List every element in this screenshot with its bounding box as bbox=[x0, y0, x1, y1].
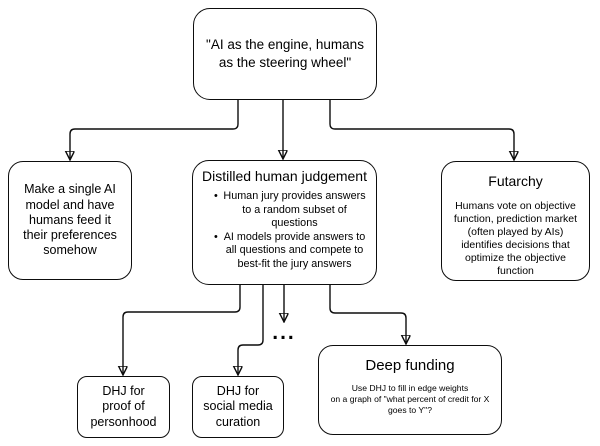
node-dhj-social-media-curation: DHJ for social media curation bbox=[192, 376, 284, 438]
futarchy-title: Futarchy bbox=[488, 173, 543, 189]
dhj-bullet-2-text: AI models provide answers to all questio… bbox=[223, 230, 366, 270]
dhj-bullet-1-text: Human jury provides answers to a random … bbox=[223, 190, 366, 230]
dhj-bullet-item-1: • Human jury provides answers to a rando… bbox=[193, 190, 376, 231]
connector-root-to-single-ai-model bbox=[70, 100, 239, 160]
node-root-label: "AI as the engine, humans as the steerin… bbox=[206, 37, 364, 70]
bullet-icon: • bbox=[214, 190, 218, 202]
dhj-proof-of-personhood-label: DHJ for proof of personhood bbox=[90, 384, 157, 429]
connector-root-to-futarchy bbox=[329, 100, 514, 160]
dhj-bullet-list: • Human jury provides answers to a rando… bbox=[193, 190, 376, 272]
node-root-quote: "AI as the engine, humans as the steerin… bbox=[193, 8, 377, 100]
connector-dhj-to-social-media-curation bbox=[238, 285, 264, 375]
node-distilled-human-judgement: Distilled human judgement • Human jury p… bbox=[192, 160, 377, 285]
dhj-social-media-curation-label: DHJ for social media curation bbox=[203, 384, 273, 429]
connector-dhj-to-proof-of-personhood bbox=[123, 285, 241, 375]
node-dhj-proof-of-personhood: DHJ for proof of personhood bbox=[77, 376, 170, 438]
connector-dhj-to-deep-funding bbox=[329, 285, 406, 344]
node-single-ai-model-label: Make a single AI model and have humans f… bbox=[23, 182, 117, 258]
more-branches-ellipsis: ... bbox=[272, 321, 296, 344]
distilled-human-judgement-title: Distilled human judgement bbox=[202, 168, 367, 184]
deep-funding-title: Deep funding bbox=[365, 357, 455, 374]
deep-funding-body: Use DHJ to fill in edge weights on a gra… bbox=[330, 383, 490, 416]
dhj-bullet-item-2: • AI models provide answers to all quest… bbox=[193, 231, 376, 272]
node-deep-funding: Deep funding Use DHJ to fill in edge wei… bbox=[318, 345, 502, 435]
node-single-ai-model: Make a single AI model and have humans f… bbox=[8, 161, 132, 280]
futarchy-body: Humans vote on objective function, predi… bbox=[453, 200, 578, 278]
bullet-icon: • bbox=[214, 230, 218, 243]
node-futarchy: Futarchy Humans vote on objective functi… bbox=[441, 161, 590, 281]
